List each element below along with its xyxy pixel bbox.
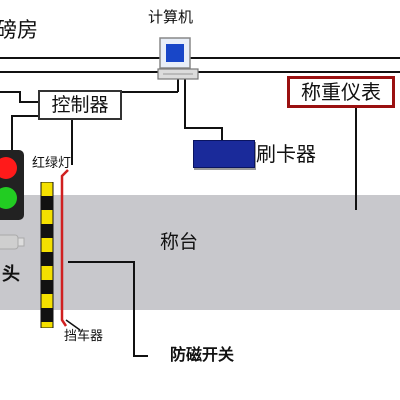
controller-box: 控制器: [38, 90, 122, 120]
card-reader-label: 刷卡器: [256, 142, 316, 166]
card-reader-wire: [184, 72, 223, 140]
computer-icon: [157, 36, 199, 82]
anti-magnetic-switch-label: 防磁开关: [170, 345, 235, 364]
card-reader-icon: [193, 140, 255, 168]
anti-magnetic-switch-wire: [68, 261, 148, 357]
booth-label: 磅房: [0, 18, 38, 42]
weighing-indicator-box: 称重仪表: [287, 76, 395, 108]
barrier-red-wire: [60, 169, 69, 327]
traffic-light-icon: [0, 150, 24, 222]
traffic-light-label: 红绿灯: [32, 156, 72, 171]
barrier-gate-icon: [38, 181, 56, 329]
left-partial-label: 头: [2, 264, 20, 285]
controller-to-left-wire: [0, 91, 38, 103]
weighing-platform: [0, 195, 400, 310]
camera-icon: [0, 232, 28, 252]
computer-label: 计算机: [148, 8, 194, 26]
barrier-pointer: [65, 319, 81, 331]
barrier-label: 挡车器: [64, 329, 104, 344]
controller-to-light-wire: [11, 115, 38, 150]
platform-label: 称台: [160, 231, 199, 253]
